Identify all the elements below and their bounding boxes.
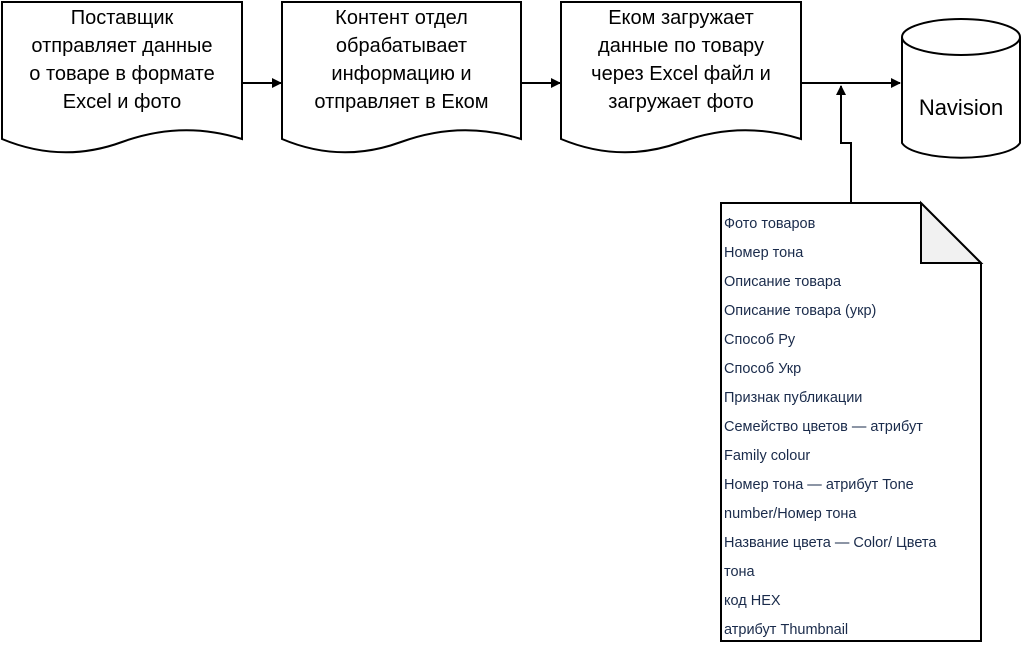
attribute-item: Название цвета — Color/ Цвета <box>724 535 937 551</box>
attribute-item: Описание товара (укр) <box>724 303 877 319</box>
attribute-item: атрибут Thumbnail <box>724 622 849 638</box>
attribute-item: Описание товара <box>724 274 842 290</box>
attribute-item: Семейство цветов — атрибут <box>724 419 923 435</box>
supplier-document-shape[interactable] <box>1 1 243 154</box>
attribute-item: код HEX <box>724 593 781 609</box>
attributes-note-shape[interactable] <box>720 200 984 642</box>
content-label: Контент отдел обрабатывает информацию и … <box>314 7 489 113</box>
attribute-item: Family colour <box>724 448 811 464</box>
supplier-label: Поставщик отправляет данные о товаре в ф… <box>29 7 215 113</box>
attribute-item: Фото товаров <box>724 216 816 232</box>
ecom-document-shape[interactable] <box>560 1 802 154</box>
arrow-note-to-flow <box>836 85 852 203</box>
navision-label: Navision <box>918 95 1004 120</box>
attribute-item: Способ Ру <box>724 332 796 348</box>
attribute-item: Номер тона <box>724 245 804 261</box>
ecom-label: Еком загружает данные по товару через Ex… <box>591 7 771 113</box>
attribute-item: Способ Укр <box>724 361 802 377</box>
attribute-item: тона <box>724 564 755 580</box>
attribute-item: Номер тона — атрибут Tone <box>724 477 914 493</box>
content-document-shape[interactable] <box>281 1 522 154</box>
attribute-item: Признак публикации <box>724 390 863 406</box>
navision-database-shape[interactable] <box>901 18 1021 159</box>
attribute-item: number/Номер тона <box>724 506 857 522</box>
